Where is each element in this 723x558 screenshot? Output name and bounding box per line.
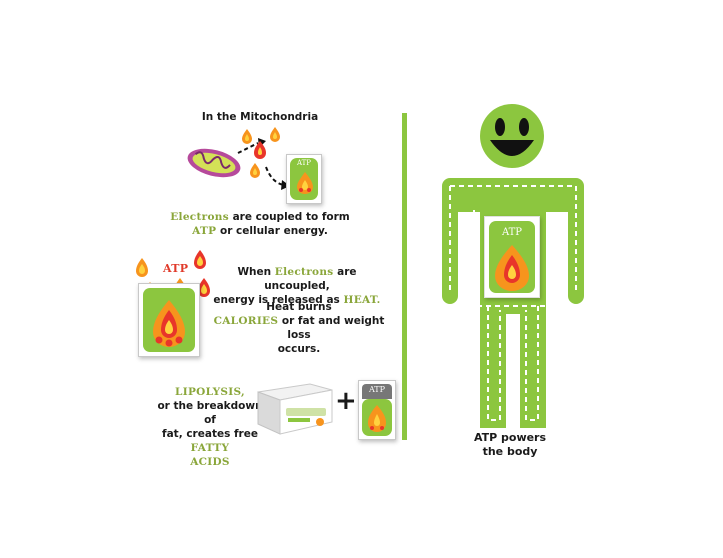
atp-card-small: ATP xyxy=(286,154,322,204)
lipolysis-text: LIPOLYSIS, or the breakdown of fat, crea… xyxy=(150,385,270,469)
flame-icon xyxy=(495,245,529,291)
mitochondria-illustration xyxy=(187,127,290,190)
atp-card-label: ATP xyxy=(501,227,523,238)
flame-icon xyxy=(254,141,266,159)
atp-card-heat xyxy=(138,283,200,357)
flame-icon xyxy=(194,250,206,269)
body-caption: ATP powers the body xyxy=(473,431,547,458)
arrow-icon xyxy=(265,166,285,186)
atp-red-label: ATP xyxy=(163,262,189,275)
mitochondria-title: In the Mitochondria xyxy=(201,111,319,123)
atp-card-lipolysis: ATP xyxy=(358,380,396,440)
atp-card-body: ATP xyxy=(484,216,540,298)
product-box-image xyxy=(257,383,333,435)
smiley-face-icon xyxy=(480,104,544,168)
heat-label: HEAT. xyxy=(343,294,381,306)
flame-icon xyxy=(270,127,280,142)
lipolysis-label: LIPOLYSIS, xyxy=(175,386,245,398)
electrons-uncoupled-text: When Electrons are uncoupled, energy is … xyxy=(213,266,381,306)
electrons-label: Electrons xyxy=(170,211,229,223)
atp-card-label: ATP xyxy=(296,159,312,167)
flame-icon xyxy=(368,405,386,432)
panel-divider xyxy=(402,113,407,440)
flame-icon xyxy=(297,172,313,194)
electrons-coupled-text: Electrons are coupled to form ATP or cel… xyxy=(170,211,350,237)
flame-icon xyxy=(136,258,148,277)
atp-card-label: ATP xyxy=(368,385,386,394)
arrow-icon xyxy=(237,142,259,154)
body-figure xyxy=(442,104,584,428)
flame-icon xyxy=(198,278,210,297)
calories-label: CALORIES xyxy=(213,315,279,327)
flame-icon xyxy=(242,129,252,144)
plus-sign: + xyxy=(335,386,357,416)
flame-icon xyxy=(153,300,185,347)
atp-label: ATP xyxy=(192,225,217,237)
electrons-label: Electrons xyxy=(274,266,334,278)
heat-burns-text: Heat burns CALORIES or fat and weight lo… xyxy=(213,301,385,355)
flame-icon xyxy=(250,163,260,178)
